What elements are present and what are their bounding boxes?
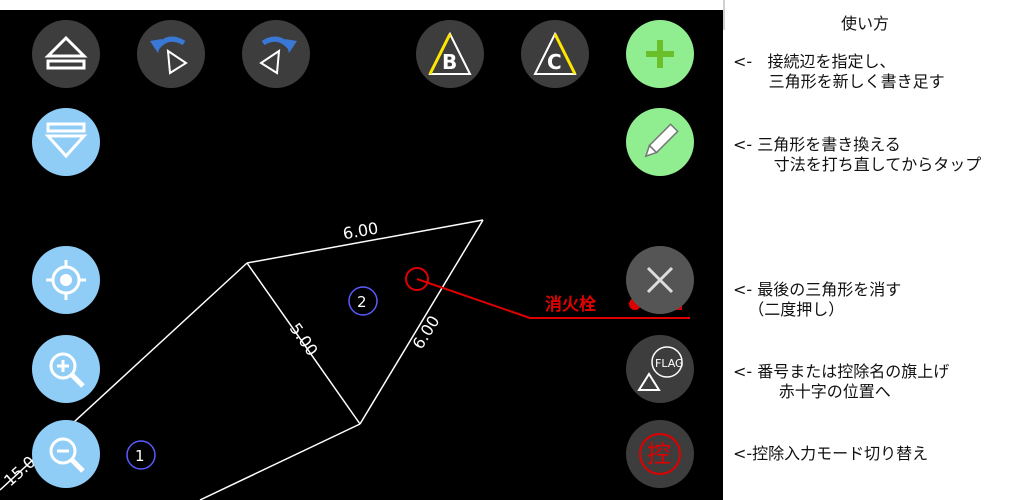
triangle-b-icon: B xyxy=(428,31,472,75)
flag-icon: FLAG xyxy=(637,346,684,391)
edit-triangle-button[interactable] xyxy=(626,108,694,176)
pencil-icon xyxy=(644,123,679,158)
triangle-number-marker-1 xyxy=(126,440,156,470)
c-label: C xyxy=(547,50,562,74)
inverted-eject-icon xyxy=(44,122,88,159)
legend-title: 使い方 xyxy=(841,14,890,33)
zoom-in-button[interactable] xyxy=(32,335,100,403)
edge-label-middle: 5.00 xyxy=(286,319,322,359)
edge-c-button[interactable]: C xyxy=(521,20,589,88)
zoom-in-icon xyxy=(49,352,85,388)
legend-deduction-mode: <-控除入力モード切り替え xyxy=(733,444,929,463)
edge-b-button[interactable]: B xyxy=(416,20,484,88)
triangle-c-icon: C xyxy=(533,31,577,75)
rotate-left-button[interactable] xyxy=(137,20,205,88)
deduction-mode-button[interactable]: 控 xyxy=(626,420,694,488)
legend-delete-triangle: <- 最後の三角形を消す （二度押し） xyxy=(733,280,902,319)
add-from-bottom-button[interactable] xyxy=(32,108,100,176)
flag-button[interactable]: FLAG xyxy=(626,335,694,403)
rotate-right-triangle-icon xyxy=(259,36,297,75)
stamp-label: 控 xyxy=(647,440,671,468)
triangle-number-1: 1 xyxy=(135,447,145,465)
edge-right xyxy=(359,219,484,425)
rotate-right-button[interactable] xyxy=(242,20,310,88)
add-from-top-button[interactable] xyxy=(32,20,100,88)
edge-middle xyxy=(246,262,361,425)
deduction-stamp-icon: 控 xyxy=(639,433,681,475)
triangle-number-marker-2 xyxy=(348,286,378,316)
flag-label: FLAG xyxy=(655,357,684,370)
usage-legend: 使い方 <- 接続辺を指定し、 三角形を新しく書き足す <- 三角形を書き換える… xyxy=(723,0,1024,500)
eject-icon xyxy=(44,35,88,70)
scroll-indicator[interactable] xyxy=(723,0,725,30)
crosshair-icon xyxy=(46,260,86,300)
legend-add-triangle: <- 接続辺を指定し、 三角形を新しく書き足す xyxy=(733,52,945,91)
edge-left-lower xyxy=(199,423,361,500)
edge-label-right: 6.00 xyxy=(409,312,444,352)
add-triangle-button[interactable] xyxy=(626,20,694,88)
edge-top xyxy=(246,219,484,264)
close-icon xyxy=(646,266,674,294)
drawing-canvas[interactable]: 6.00 5.00 6.00 15.0 2 1 消火栓 xyxy=(0,10,723,500)
locate-button[interactable] xyxy=(32,246,100,314)
hydrant-marker-icon xyxy=(405,267,429,291)
legend-flag: <- 番号または控除名の旗上げ 赤十字の位置へ xyxy=(733,362,950,401)
hydrant-label: 消火栓 xyxy=(545,294,596,315)
b-label: B xyxy=(442,50,457,74)
rotate-left-triangle-icon xyxy=(150,36,188,75)
triangle-number-2: 2 xyxy=(357,293,367,311)
zoom-out-button[interactable] xyxy=(32,420,100,488)
legend-rewrite-triangle: <- 三角形を書き換える 寸法を打ち直してからタップ xyxy=(733,135,982,174)
delete-last-triangle-button[interactable] xyxy=(626,246,694,314)
plus-icon xyxy=(646,40,674,68)
zoom-out-icon xyxy=(49,437,85,473)
